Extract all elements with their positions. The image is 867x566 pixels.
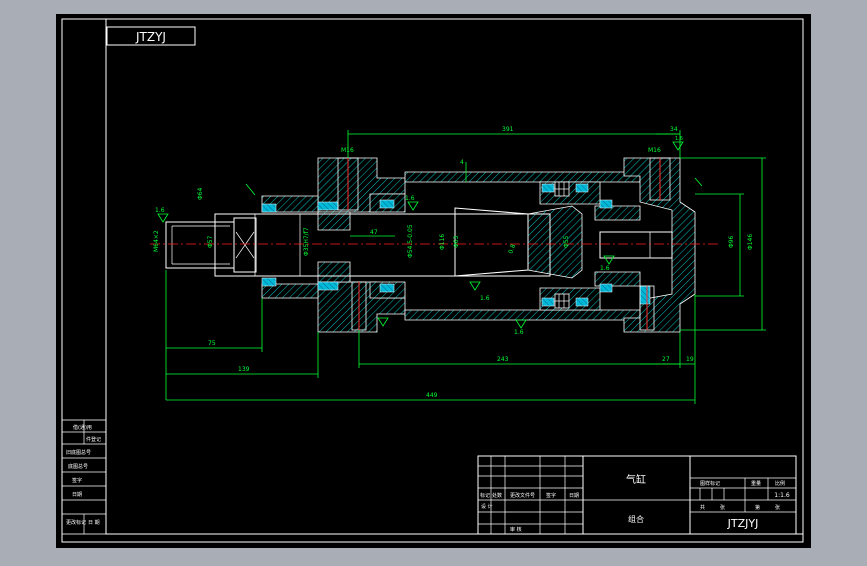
title-header-0: 标记 xyxy=(480,492,490,499)
dim-phi57: Φ57 xyxy=(207,235,214,248)
seal-left-bottom xyxy=(261,277,277,287)
title-header-2: 更改文件号 xyxy=(510,492,535,499)
left-table-cell-0: 借(通)用 xyxy=(73,424,92,431)
title-block: 标记 处数 更改文件号 签字 日期 设 计 审 核 气缸 组合 图样标记 重量 … xyxy=(477,455,797,535)
finish-5: 1.6 xyxy=(600,265,610,272)
stage-header-1: 重量 xyxy=(751,480,761,487)
part-name: 气缸 xyxy=(626,473,646,486)
sheet-info-2: 第 xyxy=(755,504,760,511)
dim-phi63: Φ63 xyxy=(453,235,460,248)
bearing-top xyxy=(554,181,570,197)
title-header-4: 日期 xyxy=(569,493,579,499)
dim-phi116: Φ116 xyxy=(439,234,446,250)
piston-rod xyxy=(214,213,551,277)
dimensions: 391 34 M16 M16 75 139 449 243 27 19 Φ146 xyxy=(153,126,766,404)
title-row-0: 设 计 xyxy=(481,503,493,510)
finish-4: 1.6 xyxy=(514,329,524,336)
dim-47: 47 xyxy=(370,229,378,236)
thread-end xyxy=(165,221,235,269)
dim-r4: 4 xyxy=(460,159,464,166)
drawing-number: JTZJYJ xyxy=(727,517,759,530)
dim-m16-right: M16 xyxy=(648,147,661,154)
left-table-cell-3: 底图总号 xyxy=(68,463,88,470)
dim-m16-left: M16 xyxy=(341,147,354,154)
left-table-cell-5: 日期 xyxy=(72,492,82,498)
cylinder-assembly xyxy=(150,157,720,333)
stamp-text: JTZYJ xyxy=(135,30,166,44)
screw-pins xyxy=(337,157,671,331)
bearing-bottom xyxy=(554,293,570,309)
dim-phi64: Φ64 xyxy=(197,187,204,200)
stage-header-0: 图样标记 xyxy=(700,480,720,487)
title-header-1: 处数 xyxy=(492,492,502,499)
dim-391: 391 xyxy=(502,126,514,133)
dim-449: 449 xyxy=(426,392,438,399)
dim-139: 139 xyxy=(238,366,250,373)
part-sub: 组合 xyxy=(628,514,644,524)
barrel-wall-bottom xyxy=(404,309,641,321)
dim-angle: 0.8 xyxy=(507,243,517,255)
dim-phi146: Φ146 xyxy=(747,234,754,250)
dim-fit2: Φ54.5-0.05 xyxy=(407,224,414,258)
stage-header-2: 比例 xyxy=(775,480,785,487)
finish-marks: 1.6 1.6 1.6 1.6 1.6 1.6 xyxy=(155,136,684,336)
title-row-2: 审 核 xyxy=(510,526,522,533)
left-table-cell-7: 日 期 xyxy=(88,520,100,526)
scale-value: 1:1.6 xyxy=(774,492,790,499)
left-table-cell-1: 件登记 xyxy=(86,436,101,443)
finish-1: 1.6 xyxy=(155,207,165,214)
right-flange xyxy=(623,157,696,333)
dim-34: 34 xyxy=(670,126,678,133)
dim-243: 243 xyxy=(497,356,509,363)
finish-3: 1.6 xyxy=(480,295,490,302)
seal-left-top xyxy=(261,203,277,213)
barrel-wall-top xyxy=(404,171,641,183)
dim-75: 75 xyxy=(208,340,216,347)
drawing-sheet xyxy=(56,14,811,548)
dim-27: 27 xyxy=(662,356,670,363)
sheet-info-0: 共 xyxy=(700,504,705,511)
left-table-cell-6: 更改标记 xyxy=(66,519,86,526)
dim-phi55: Φ55 xyxy=(563,235,570,248)
left-table-cell-2: 旧底图总号 xyxy=(66,449,91,456)
dim-phi96: Φ96 xyxy=(728,235,735,248)
inner-border xyxy=(105,18,804,535)
left-table-cell-4: 签字 xyxy=(72,477,82,484)
finish-2: 1.6 xyxy=(405,195,415,202)
dim-fit: Φ35H7/f7 xyxy=(303,227,310,256)
dim-19: 19 xyxy=(686,356,694,363)
svg-text:1.6: 1.6 xyxy=(675,136,683,142)
stamp-box xyxy=(106,26,196,46)
dim-thread: M64×2 xyxy=(153,230,160,252)
piston-core xyxy=(527,205,583,279)
sheet-info-1: 张 xyxy=(720,504,725,511)
left-table: 借(通)用 件登记 旧底图总号 底图总号 签字 日期 更改标记 日 期 xyxy=(61,419,107,535)
sheet-info-3: 张 xyxy=(775,504,780,511)
title-header-3: 签字 xyxy=(546,492,556,499)
